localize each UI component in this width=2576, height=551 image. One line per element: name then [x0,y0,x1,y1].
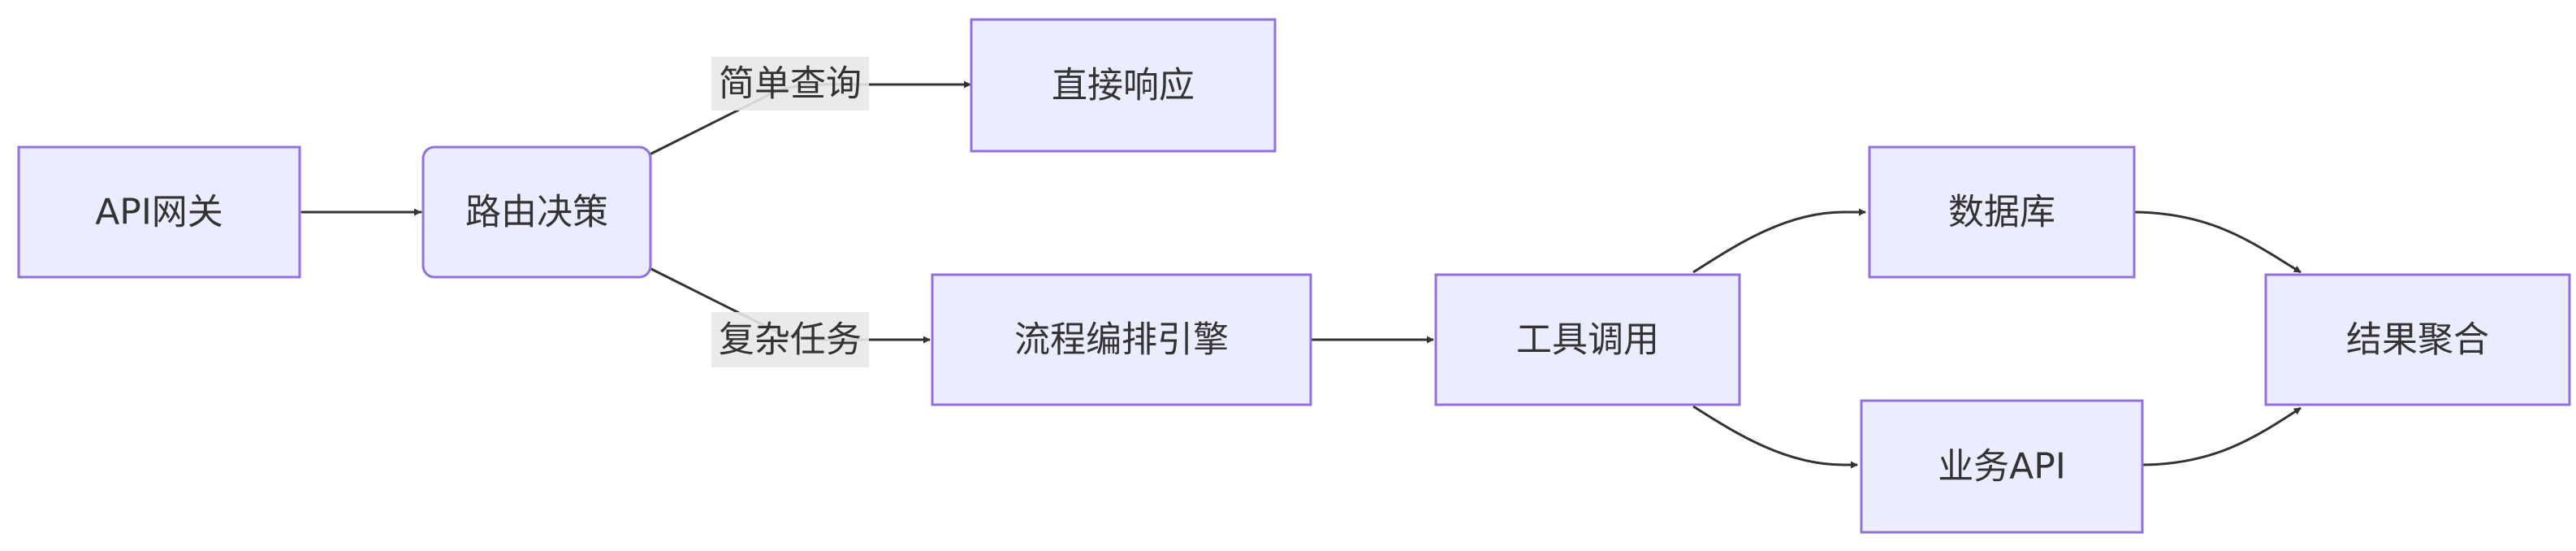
node-tool-call[interactable]: 工具调用 [1434,273,1741,406]
node-direct-response-label: 直接响应 [1052,65,1195,106]
edge-business-api-to-result-aggregation [2139,406,2302,466]
edge-label-simple-query-text: 简单查询 [719,63,862,105]
node-database-label: 数据库 [1948,192,2055,233]
node-api-gateway-label: API网关 [95,192,223,233]
edge-label-simple-query: 简单查询 [711,57,869,111]
node-database[interactable]: 数据库 [1868,145,2136,279]
edge-label-complex-task-text: 复杂任务 [719,319,862,361]
edge-tool-call-to-business-api [1692,405,1858,469]
node-workflow-engine-label: 流程编排引擎 [1014,319,1229,361]
node-result-aggregation[interactable]: 结果聚合 [2264,273,2571,406]
node-business-api[interactable]: 业务API [1860,399,2144,534]
node-route-decision[interactable]: 路由决策 [421,145,652,279]
node-route-decision-label: 路由决策 [465,192,608,233]
edge-database-to-result-aggregation [2131,210,2302,274]
node-api-gateway[interactable]: API网关 [17,145,301,279]
node-result-aggregation-label: 结果聚合 [2346,319,2489,361]
node-direct-response[interactable]: 直接响应 [970,18,1277,153]
edge-label-complex-task: 复杂任务 [711,312,869,367]
node-tool-call-label: 工具调用 [1516,319,1659,361]
node-business-api-label: 业务API [1938,446,2066,488]
node-workflow-engine[interactable]: 流程编排引擎 [931,273,1312,406]
edge-tool-call-to-database [1692,208,1866,274]
